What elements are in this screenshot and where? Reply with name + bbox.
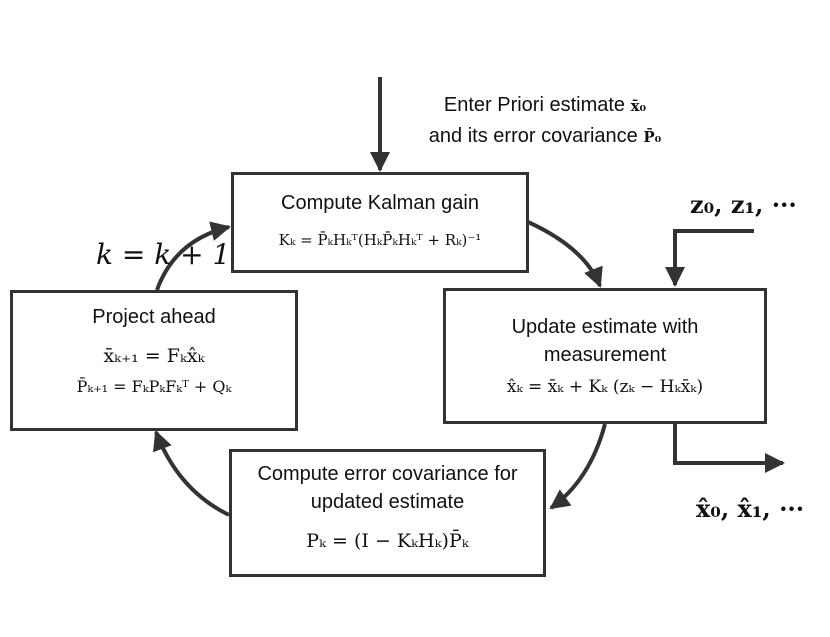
- error-covariance-title-1: Compute error covariance for: [257, 463, 518, 485]
- entry-line-1-text: Enter Priori estimate: [443, 94, 626, 116]
- measurement-input-arrow: [665, 229, 754, 287]
- kalman-gain-formula: Kₖ = P̄ₖHₖᵀ(HₖP̄ₖHₖᵀ + Rₖ)⁻¹: [278, 231, 482, 249]
- measurements-label: z₀, z₁, ···: [690, 190, 797, 219]
- entry-line-2: and its error covariance P̄₀: [380, 121, 710, 152]
- update-estimate-box: Update estimate with measurement x̂ₖ = x…: [443, 288, 767, 424]
- covariance-to-project-arrow: [153, 430, 230, 517]
- kalman-gain-title: Compute Kalman gain: [281, 192, 479, 214]
- update-estimate-title-2: measurement: [543, 344, 667, 366]
- project-ahead-formula-2: P̄ₖ₊₁ = FₖPₖFₖᵀ + Qₖ: [76, 377, 232, 396]
- entry-line-2-text: and its error covariance: [428, 125, 638, 147]
- iteration-label: k = k + 1: [96, 238, 231, 271]
- entry-line-1: Enter Priori estimate x̄₀: [380, 90, 710, 121]
- estimate-output-arrow: [673, 424, 785, 473]
- error-covariance-title-2: updated estimate: [310, 491, 465, 513]
- project-ahead-box: Project ahead x̄ₖ₊₁ = Fₖx̂ₖ P̄ₖ₊₁ = FₖPₖ…: [10, 290, 298, 431]
- project-ahead-title: Project ahead: [92, 306, 216, 328]
- estimates-label: x̂₀, x̂₁, ···: [696, 494, 805, 523]
- entry-symbol-x0: x̄₀: [630, 97, 647, 115]
- error-covariance-formula: Pₖ = (I − KₖHₖ)P̄ₖ: [306, 530, 469, 552]
- kalman-gain-box: Compute Kalman gain Kₖ = P̄ₖHₖᵀ(HₖP̄ₖHₖᵀ…: [231, 172, 529, 273]
- entry-text: Enter Priori estimate x̄₀ and its error …: [380, 90, 710, 152]
- error-covariance-box: Compute error covariance for updated est…: [229, 449, 546, 577]
- update-estimate-formula: x̂ₖ = x̄ₖ + Kₖ (zₖ − Hₖx̄ₖ): [506, 377, 704, 397]
- project-ahead-formula-1: x̄ₖ₊₁ = Fₖx̂ₖ: [103, 345, 205, 367]
- project-to-gain-arrow: [155, 221, 231, 291]
- update-estimate-title-1: Update estimate with: [511, 316, 699, 338]
- update-to-covariance-arrow: [549, 423, 607, 510]
- gain-to-update-arrow: [527, 220, 603, 288]
- entry-symbol-p0: P̄₀: [643, 128, 662, 146]
